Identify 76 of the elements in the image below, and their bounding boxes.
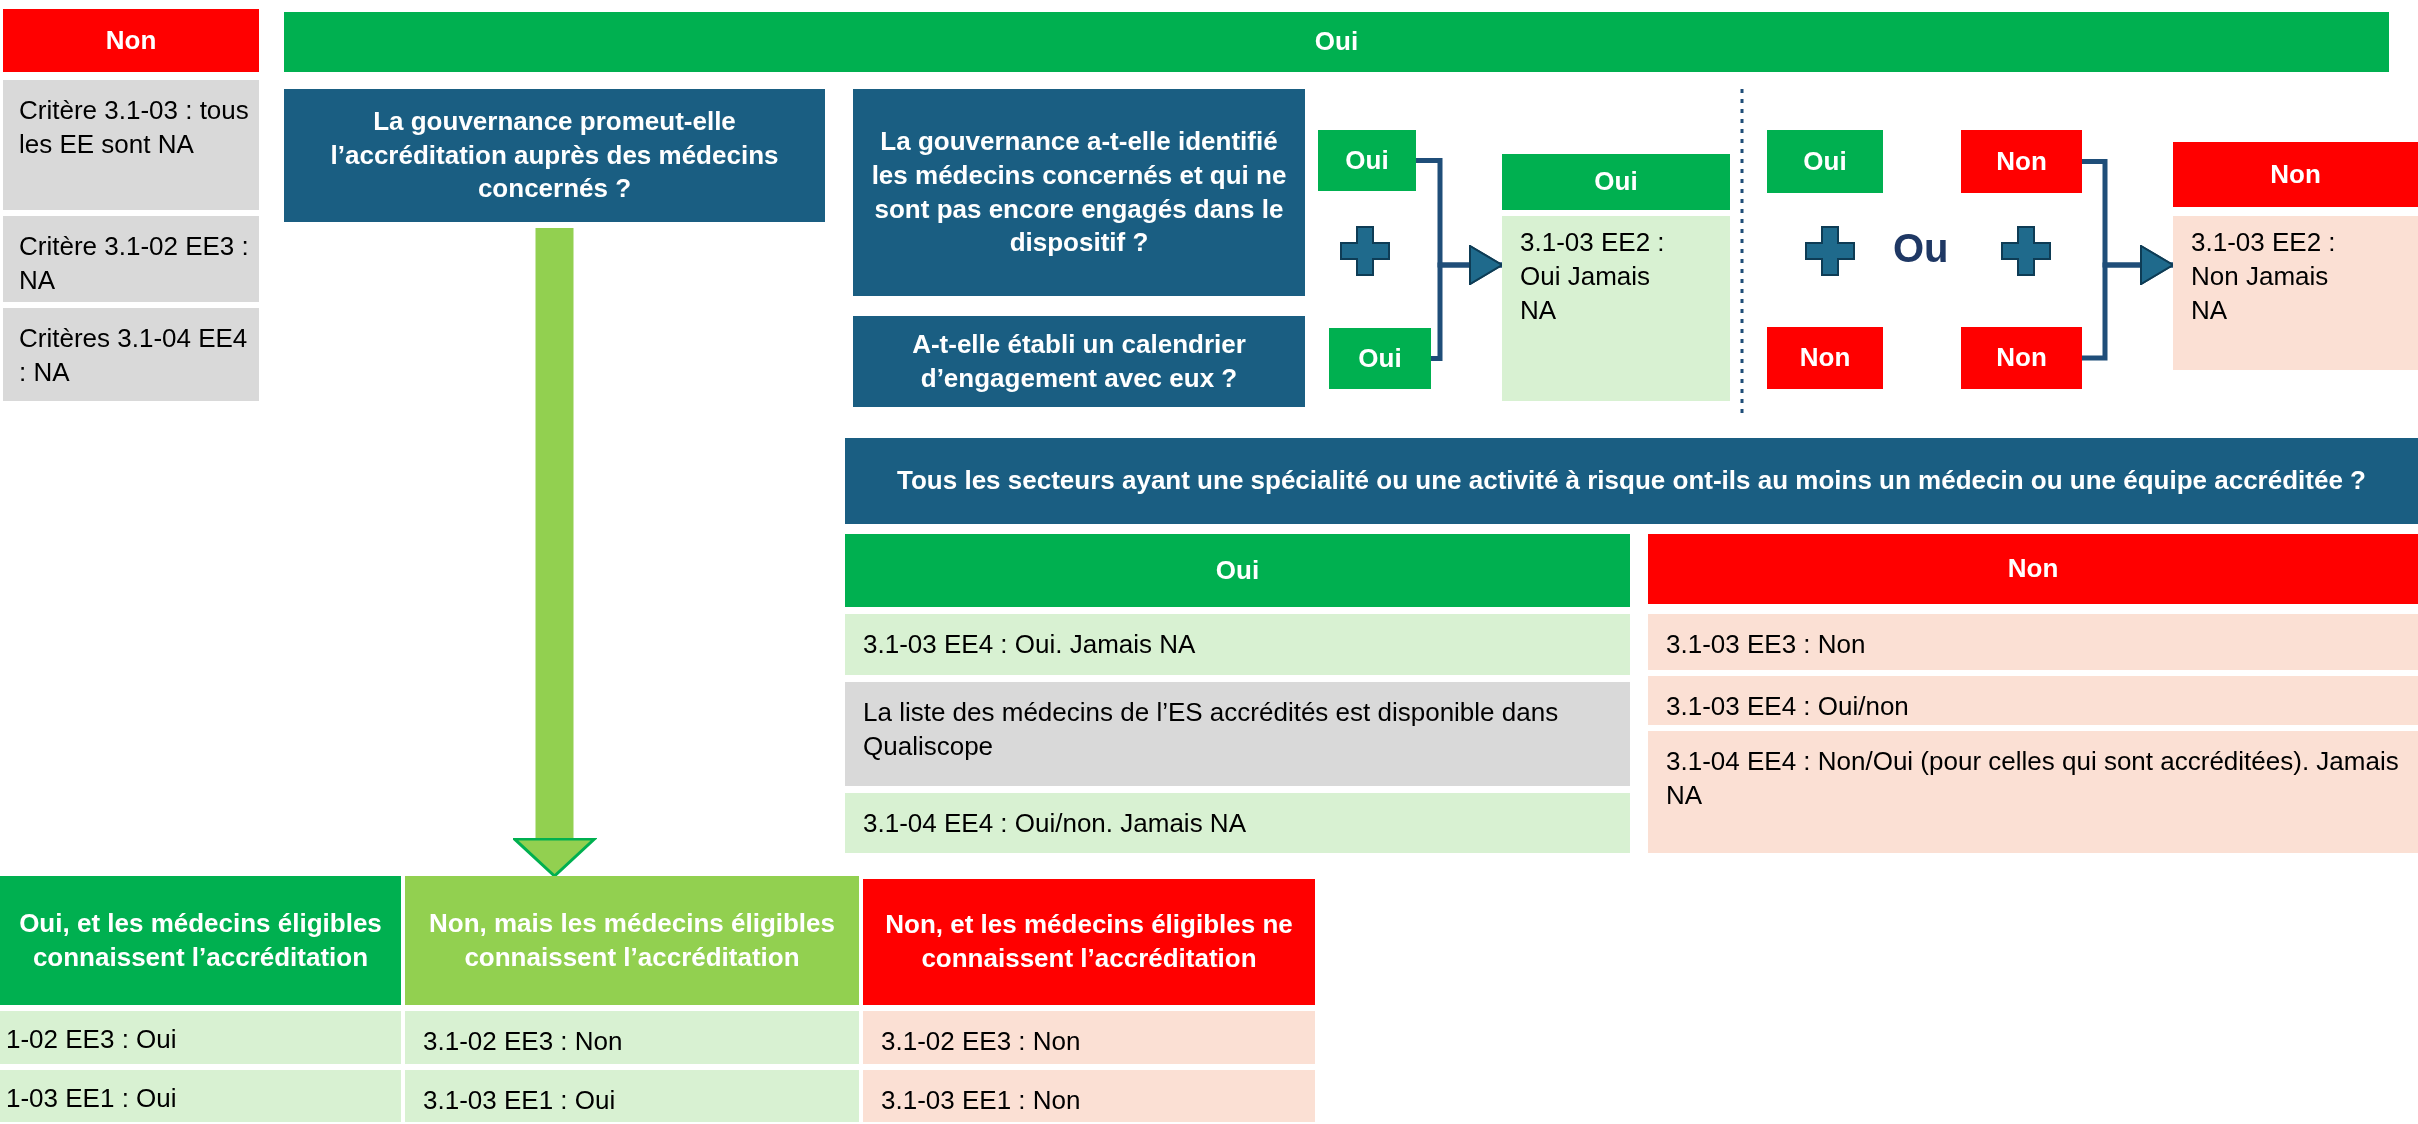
criteria-cell	[845, 614, 1630, 675]
criteria-cell	[3, 308, 259, 401]
criteria-cell	[0, 1070, 401, 1122]
status-header	[845, 534, 1630, 607]
box-text: Non	[1996, 144, 2047, 178]
box-text: La gouvernance a-t-elle identifié les médecins concernés et qui ne sont pas encore engagés dans le dispositif ?	[870, 124, 1288, 260]
status-header	[405, 876, 859, 1005]
question-box	[845, 438, 2418, 524]
connector-word: Ou	[1893, 226, 1949, 271]
question-box	[284, 89, 825, 222]
box-text: Non, mais les médecins éligibles connaissent l’accréditation	[427, 906, 836, 974]
arrow	[513, 228, 596, 878]
box-text: 3.1-02 EE3 : Non	[423, 1026, 623, 1056]
box-text: 3.1-04 EE4 : Oui/non. Jamais NA	[863, 808, 1246, 838]
criteria-cell	[1502, 216, 1730, 401]
status-header	[1767, 327, 1883, 389]
box-text: 3.1-02 EE3 : Non	[881, 1026, 1081, 1056]
box-text: 3.1-04 EE4 : Non/Oui (pour celles qui sont accréditées). Jamais NA	[1666, 746, 2399, 810]
box-text: Critère 3.1-02 EE3 : NA	[19, 231, 249, 295]
criteria-cell	[1648, 614, 2418, 670]
box-text: A-t-elle établi un calendrier d’engagement avec eux ?	[911, 327, 1247, 395]
status-header	[1767, 130, 1883, 193]
box-text: Oui	[1314, 25, 1359, 59]
box-text: Critère 3.1-03 : tous les EE sont NA	[19, 95, 249, 159]
criteria-cell	[3, 80, 259, 210]
status-header	[3, 9, 259, 72]
box-text: Oui	[1215, 553, 1260, 587]
status-header	[1329, 328, 1431, 389]
criteria-cell	[1648, 676, 2418, 725]
criteria-cell	[405, 1070, 859, 1122]
box-text: Non	[105, 23, 157, 57]
status-header	[0, 876, 401, 1005]
criteria-cell	[405, 1011, 859, 1064]
box-text: Tous les secteurs ayant une spécialité ou une activité à risque ont-ils au moins un médecin ou une équipe accréditée ?	[897, 464, 2366, 498]
criteria-cell	[1648, 731, 2418, 853]
criteria-cell	[863, 1070, 1315, 1122]
criteria-cell	[3, 216, 259, 302]
box-text: 1-02 EE3 : Oui	[6, 1024, 177, 1054]
box-text: 3.1-03 EE3 : Non	[1666, 629, 1866, 659]
box-text: Oui	[1803, 144, 1847, 178]
box-text: 1-03 EE1 : Oui	[6, 1083, 177, 1113]
question-box	[853, 89, 1305, 296]
box-text: 3.1-03 EE4 : Oui/non	[1666, 691, 1909, 721]
status-header	[1502, 154, 1730, 210]
box-text: Oui, et les médecins éligibles connaissent l’accréditation	[18, 906, 383, 974]
criteria-cell	[863, 1011, 1315, 1064]
box-text: La gouvernance promeut-elle l’accréditation auprès des médecins concernés ?	[329, 104, 780, 206]
box-text: Oui	[1594, 165, 1638, 199]
status-header	[1961, 327, 2082, 389]
box-text: La liste des médecins de l’ES accrédités est disponible dans Qualiscope	[863, 697, 1559, 761]
box-text: Non	[2270, 157, 2321, 191]
box-text: Critères 3.1-04 EE4 : NA	[19, 323, 248, 387]
status-header	[1318, 130, 1416, 191]
box-text: Non	[1799, 341, 1851, 375]
box-text: Non	[2007, 552, 2059, 586]
box-text: 3.1-03 EE2 : Non Jamais NA	[2191, 227, 2336, 325]
status-header	[284, 12, 2389, 72]
status-header	[2173, 142, 2418, 207]
box-text: 3.1-03 EE1 : Non	[881, 1085, 1081, 1115]
criteria-cell	[845, 682, 1630, 786]
box-text: 3.1-03 EE2 : Oui Jamais NA	[1520, 227, 1665, 325]
box-text: 3.1-03 EE1 : Oui	[423, 1085, 616, 1115]
box-text: Non, et les médecins éligibles ne connaissent l’accréditation	[884, 908, 1294, 975]
arrow	[1431, 245, 1503, 361]
box-text: 3.1-03 EE4 : Oui. Jamais NA	[863, 629, 1196, 659]
criteria-cell	[2173, 216, 2418, 370]
status-header	[1961, 130, 2082, 193]
box-text: Non	[1996, 341, 2047, 375]
box-text: Oui	[1345, 143, 1389, 177]
question-box	[853, 316, 1305, 407]
arrow	[2082, 245, 2174, 361]
criteria-cell	[845, 793, 1630, 853]
status-header	[1648, 534, 2418, 604]
status-header	[863, 879, 1315, 1005]
criteria-cell	[0, 1011, 401, 1064]
box-text: Oui	[1358, 341, 1402, 375]
